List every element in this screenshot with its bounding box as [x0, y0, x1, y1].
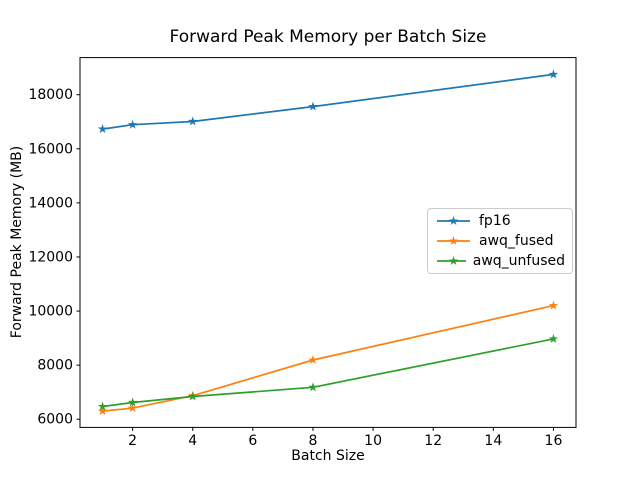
legend: fp16 awq_fused awq_unfused: [427, 208, 573, 274]
svg-text:16000: 16000: [28, 141, 73, 157]
legend-item-awq-fused: awq_fused: [435, 231, 565, 251]
legend-line-star-icon: [437, 236, 470, 246]
svg-text:6000: 6000: [37, 412, 73, 428]
svg-text:12: 12: [424, 433, 442, 449]
svg-text:16: 16: [545, 433, 563, 449]
svg-text:18000: 18000: [28, 87, 73, 103]
svg-text:14: 14: [484, 433, 502, 449]
svg-text:10000: 10000: [28, 304, 73, 320]
svg-text:8000: 8000: [37, 358, 73, 374]
legend-label: awq_unfused: [472, 253, 565, 269]
legend-line-star-icon: [437, 216, 470, 226]
legend-label: awq_fused: [479, 233, 554, 249]
x-axis-label: Batch Size: [291, 448, 365, 464]
svg-text:8: 8: [309, 433, 318, 449]
legend-line-star-icon: [437, 256, 466, 266]
svg-text:14000: 14000: [28, 195, 73, 211]
chart-title: Forward Peak Memory per Batch Size: [169, 27, 487, 47]
legend-item-awq-unfused: awq_unfused: [435, 251, 565, 271]
legend-item-fp16: fp16: [435, 211, 565, 231]
svg-text:10: 10: [364, 433, 382, 449]
svg-text:4: 4: [188, 433, 197, 449]
y-axis-label: Forward Peak Memory (MB): [9, 145, 25, 339]
svg-text:6: 6: [248, 433, 257, 449]
svg-text:12000: 12000: [28, 249, 73, 265]
svg-text:2: 2: [128, 433, 137, 449]
legend-label: fp16: [479, 213, 511, 229]
